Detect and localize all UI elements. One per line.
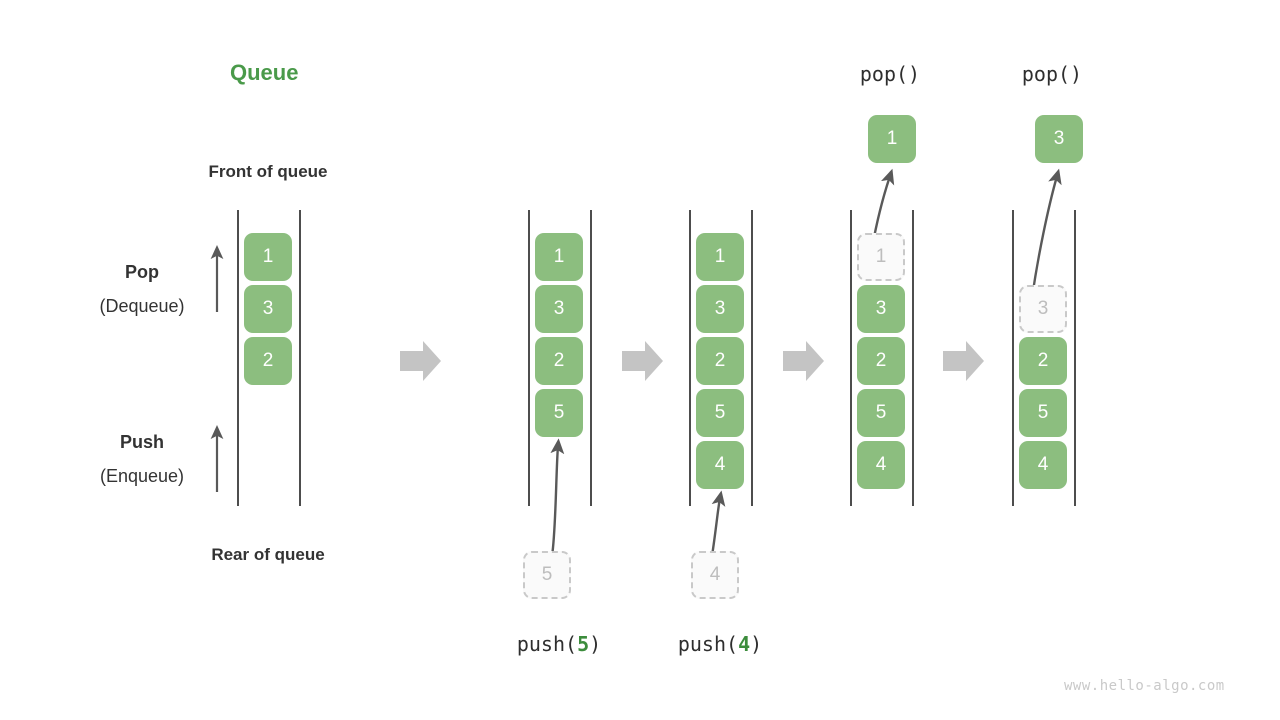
queue-cell: 2 <box>1019 337 1067 385</box>
rear-of-queue-label: Rear of queue <box>211 545 325 564</box>
queue-cell: 3 <box>535 285 583 333</box>
queue-cell: 2 <box>244 337 292 385</box>
queue-rail-right <box>751 210 753 506</box>
popped-element: 3 <box>1035 115 1083 163</box>
push-5-pointer <box>550 438 565 557</box>
queue-cell: 5 <box>857 389 905 437</box>
op-suffix: ) <box>589 632 602 656</box>
incoming-element-ghost: 4 <box>691 551 739 599</box>
op-suffix: ) <box>750 632 763 656</box>
removed-element-ghost: 3 <box>1019 285 1067 333</box>
pop-3-pointer <box>1030 168 1062 299</box>
removed-element-ghost: 1 <box>857 233 905 281</box>
queue-cell: 5 <box>696 389 744 437</box>
queue-cell: 4 <box>1019 441 1067 489</box>
queue-cell-new: 4 <box>696 441 744 489</box>
push-legend-title: Push <box>119 432 164 452</box>
queue-rail-right <box>1074 210 1076 506</box>
queue-rail-left <box>850 210 852 506</box>
queue-rail-right <box>299 210 301 506</box>
pop-legend-title: Pop <box>125 262 159 282</box>
watermark: www.hello-algo.com <box>1064 678 1225 694</box>
op-arg: 5 <box>577 632 590 656</box>
popped-element: 1 <box>868 115 916 163</box>
queue-cell: 2 <box>696 337 744 385</box>
queue-rail-left <box>689 210 691 506</box>
transition-arrow-2 <box>622 341 663 381</box>
page-title: Queue <box>230 60 299 85</box>
queue-cell: 2 <box>857 337 905 385</box>
transition-arrow-1 <box>400 341 441 381</box>
operation-label-push-4: push(4) <box>650 632 790 656</box>
queue-cell: 1 <box>535 233 583 281</box>
operation-label-push-5: push(5) <box>489 632 629 656</box>
pop-legend-subtitle: (Dequeue) <box>99 296 185 316</box>
transition-arrow-3 <box>783 341 824 381</box>
queue-cell: 1 <box>244 233 292 281</box>
queue-cell: 4 <box>857 441 905 489</box>
operation-label-pop-3: pop() <box>1021 62 1083 86</box>
queue-rail-left <box>528 210 530 506</box>
op-prefix: push( <box>677 632 739 656</box>
op-prefix: push( <box>516 632 578 656</box>
queue-cell: 1 <box>696 233 744 281</box>
queue-cell: 2 <box>535 337 583 385</box>
push-legend-subtitle: (Enqueue) <box>99 466 185 486</box>
queue-rail-right <box>590 210 592 506</box>
op-arg: 4 <box>738 632 751 656</box>
queue-cell: 3 <box>244 285 292 333</box>
operation-label-pop-1: pop() <box>859 62 921 86</box>
queue-rail-right <box>912 210 914 506</box>
queue-cell: 3 <box>857 285 905 333</box>
push-4-pointer <box>710 490 726 557</box>
queue-cell: 3 <box>696 285 744 333</box>
queue-cell: 5 <box>1019 389 1067 437</box>
queue-rail-left <box>237 210 239 506</box>
transition-arrow-4 <box>943 341 984 381</box>
front-of-queue-label: Front of queue <box>208 162 328 181</box>
queue-cell-new: 5 <box>535 389 583 437</box>
queue-rail-left <box>1012 210 1014 506</box>
incoming-element-ghost: 5 <box>523 551 571 599</box>
